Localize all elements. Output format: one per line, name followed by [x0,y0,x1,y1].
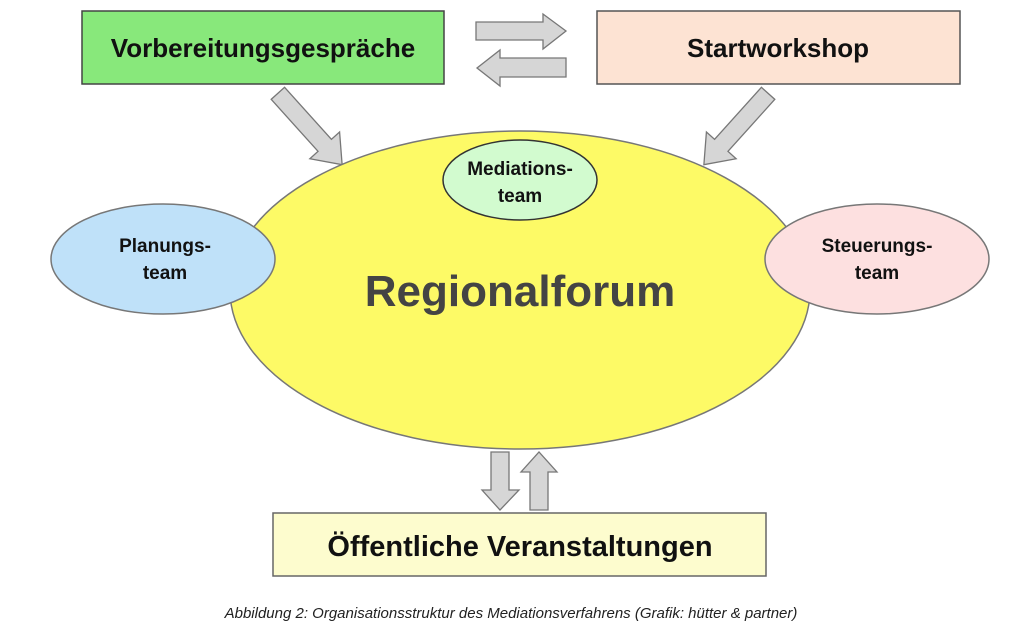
node-label: Öffentliche Veranstaltungen [327,530,712,563]
node-planungsteam: Planungs- team [50,203,276,315]
node-label-line1: Planungs- [119,236,211,257]
arrow-right-icon [475,12,568,51]
node-steuerungsteam: Steuerungs- team [764,203,990,315]
figure-caption: Abbildung 2: Organisationsstruktur des M… [224,605,798,622]
node-label: Vorbereitungsgespräche [111,33,415,63]
node-mediationsteam: Mediations- team [442,139,598,221]
node-startworkshop: Startworkshop [596,10,961,85]
arrow-left-icon [475,48,567,88]
arrow-down-icon [480,451,521,511]
node-vorbereitungsgespraeche: Vorbereitungsgespräche [81,10,445,85]
node-label-line2: team [498,186,542,207]
arrow-diagonal-down-left-icon [703,86,776,166]
node-label: Regionalforum [365,267,675,316]
arrow-diagonal-down-right-icon [270,86,343,166]
arrow-up-icon [519,451,559,511]
node-label-line2: team [855,263,899,284]
node-oeffentliche-veranstaltungen: Öffentliche Veranstaltungen [272,512,767,577]
node-label-line1: Mediations- [467,159,573,180]
node-label: Startworkshop [687,33,869,63]
node-label-line2: team [143,263,187,284]
node-label-line1: Steuerungs- [822,236,933,257]
